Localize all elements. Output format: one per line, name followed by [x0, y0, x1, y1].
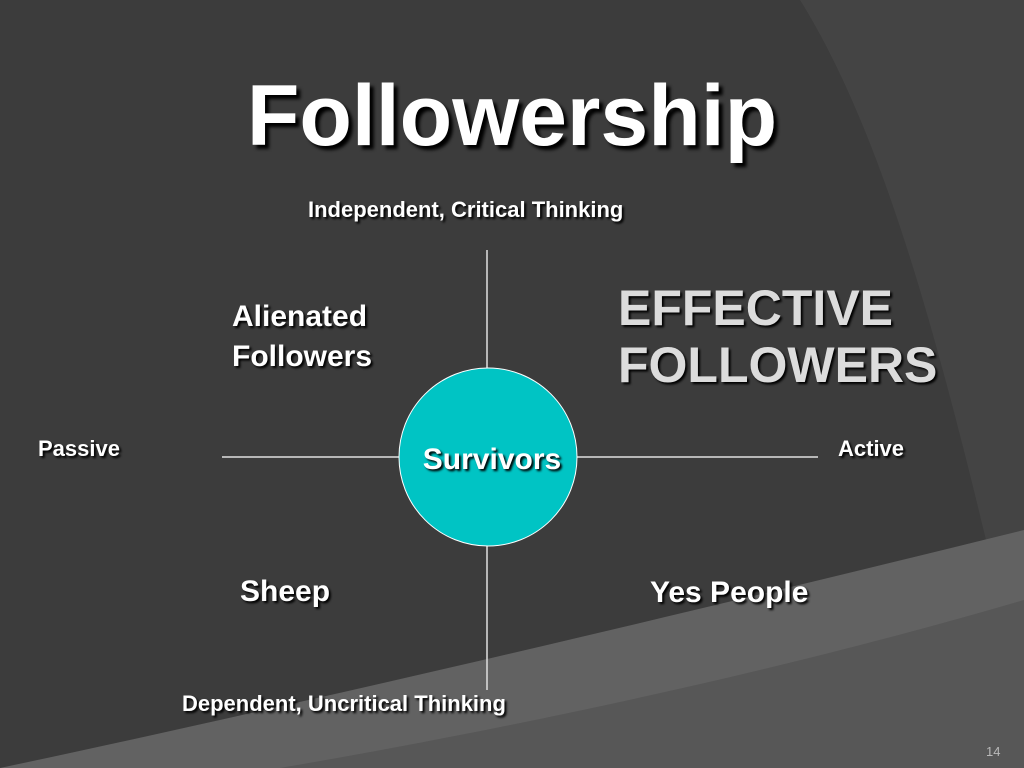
axis-label-left: Passive: [38, 436, 120, 461]
center-label: Survivors: [422, 443, 562, 476]
quadrant-bottom-left: Sheep: [240, 575, 331, 608]
quadrant-top-right: EFFECTIVE FOLLOWERS: [618, 280, 938, 393]
axis-label-top: Independent, Critical Thinking: [308, 197, 624, 222]
quadrant-top-left: Alienated Followers: [232, 300, 373, 373]
axis-label-bottom: Dependent, Uncritical Thinking: [182, 691, 506, 716]
axis-label-right: Active: [838, 436, 905, 461]
survivors-circle: [398, 367, 578, 547]
slide-title: Followership: [246, 68, 778, 164]
quadrant-bottom-right: Yes People: [650, 576, 809, 609]
page-number: 14: [986, 744, 1001, 759]
